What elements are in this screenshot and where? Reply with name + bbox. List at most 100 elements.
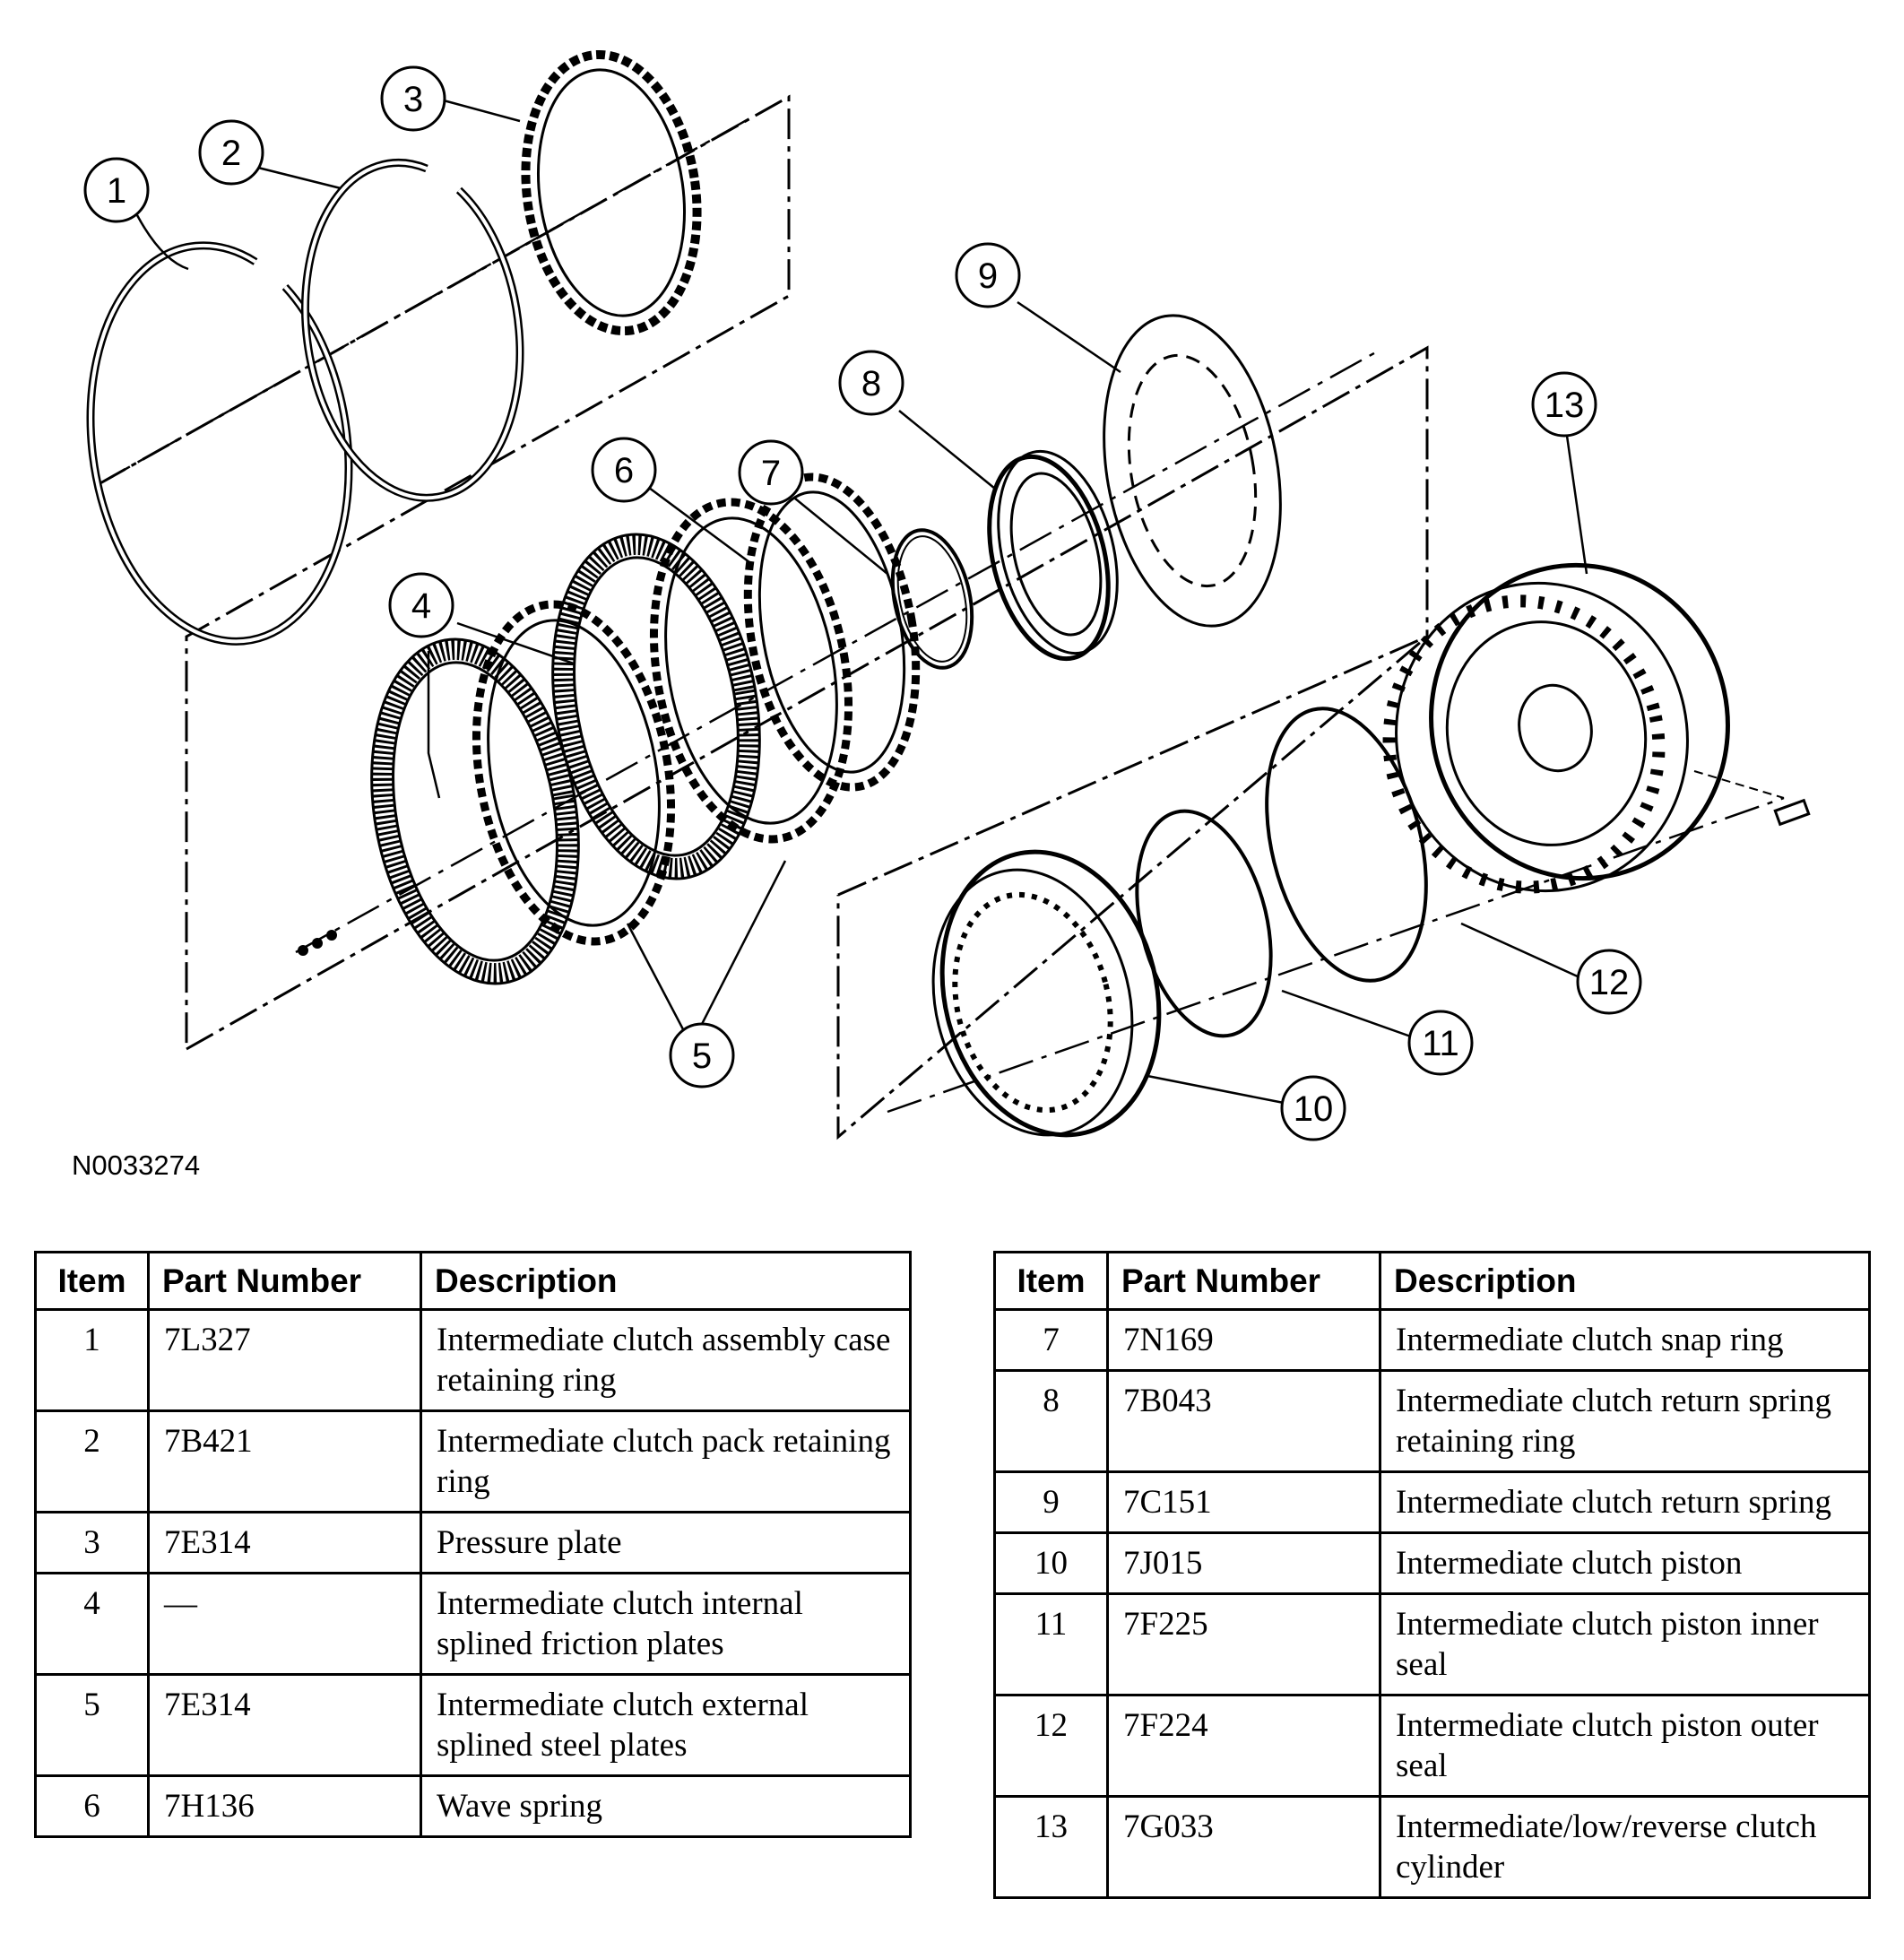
callout-9: 9 — [955, 242, 1021, 308]
cell-part-number: — — [147, 1572, 422, 1676]
axis-dots — [298, 930, 337, 956]
cell-item: 4 — [34, 1572, 150, 1676]
table-row: 4—Intermediate clutch internal splined f… — [34, 1572, 912, 1676]
svg-text:9: 9 — [978, 256, 998, 296]
figure-id: N0033274 — [72, 1149, 201, 1181]
cell-item: 1 — [34, 1308, 150, 1412]
group-outline-top — [98, 94, 791, 1049]
centerline-lower — [887, 796, 1785, 1114]
callout-3: 3 — [380, 65, 446, 132]
cell-item: 6 — [34, 1774, 150, 1838]
header-item: Item — [993, 1251, 1109, 1311]
cell-part-number: 7B421 — [147, 1409, 422, 1513]
cell-part-number: 7C151 — [1106, 1470, 1381, 1534]
callout-10: 10 — [1280, 1075, 1346, 1141]
cell-item: 11 — [993, 1592, 1109, 1696]
cell-description: Intermediate clutch internal splined fri… — [420, 1572, 912, 1676]
header-part-number: Part Number — [147, 1251, 422, 1311]
callout-4: 4 — [388, 572, 454, 638]
callout-7: 7 — [738, 439, 804, 506]
cell-description: Wave spring — [420, 1774, 912, 1838]
cell-part-number: 7F224 — [1106, 1694, 1381, 1798]
svg-text:5: 5 — [692, 1036, 712, 1076]
cell-description: Intermediate clutch piston inner seal — [1379, 1592, 1871, 1696]
callout-1: 1 — [83, 157, 150, 223]
svg-text:6: 6 — [614, 451, 634, 490]
cell-part-number: 7E314 — [147, 1511, 422, 1574]
callout-11: 11 — [1407, 1010, 1474, 1076]
svg-text:2: 2 — [221, 134, 241, 173]
callout-5: 5 — [669, 1022, 735, 1088]
cell-part-number: 7N169 — [1106, 1308, 1381, 1372]
cell-part-number: 7G033 — [1106, 1795, 1381, 1899]
cell-description: Intermediate clutch return spring retain… — [1379, 1369, 1871, 1473]
cell-description: Intermediate clutch pack retaining ring — [420, 1409, 912, 1513]
part-9-return-spring — [1103, 314, 1282, 628]
callout-6: 6 — [591, 437, 657, 503]
group-outline-bottom — [836, 635, 1428, 1140]
cell-description: Intermediate clutch piston outer seal — [1379, 1694, 1871, 1798]
svg-text:12: 12 — [1589, 963, 1630, 1002]
header-part-number: Part Number — [1106, 1251, 1381, 1311]
header-description: Description — [420, 1251, 912, 1311]
part-10-piston — [931, 849, 1162, 1138]
cell-part-number: 7F225 — [1106, 1592, 1381, 1696]
cell-item: 12 — [993, 1694, 1109, 1798]
cell-item: 9 — [993, 1470, 1109, 1534]
part-5-steel-plate-rear — [649, 498, 853, 844]
table-header-row: Item Part Number Description — [34, 1251, 912, 1311]
svg-text:10: 10 — [1294, 1089, 1334, 1129]
part-3-pressure-plate — [521, 49, 702, 336]
cell-part-number: 7H136 — [147, 1774, 422, 1838]
cell-item: 8 — [993, 1369, 1109, 1473]
exploded-view-diagram: 1 2 3 4 5 6 7 8 9 10 11 12 13 — [83, 49, 1811, 1141]
header-item: Item — [34, 1251, 150, 1311]
svg-text:13: 13 — [1545, 386, 1585, 425]
part-11-inner-seal — [1135, 809, 1273, 1038]
callout-12: 12 — [1576, 949, 1642, 1015]
part-2-retaining-ring — [301, 159, 524, 502]
svg-text:1: 1 — [107, 171, 126, 211]
svg-text:3: 3 — [403, 80, 423, 119]
cell-item: 5 — [34, 1673, 150, 1777]
cell-description: Pressure plate — [420, 1511, 912, 1574]
cell-part-number: 7J015 — [1106, 1531, 1381, 1595]
leader-lines — [135, 98, 1588, 1105]
centerline-upper — [98, 115, 754, 486]
header-description: Description — [1379, 1251, 1871, 1311]
svg-text:7: 7 — [761, 454, 781, 493]
part-5-steel-plate-front — [472, 600, 676, 946]
part-8-return-spring-retainer — [987, 449, 1119, 662]
cell-description: Intermediate clutch external splined ste… — [420, 1673, 912, 1777]
cell-description: Intermediate clutch snap ring — [1379, 1308, 1871, 1372]
part-12-outer-seal — [1265, 707, 1428, 983]
cell-description: Intermediate clutch return spring — [1379, 1470, 1871, 1534]
callouts: 1 2 3 4 5 6 7 8 9 10 11 12 13 — [83, 65, 1642, 1141]
cell-part-number: 7B043 — [1106, 1369, 1381, 1473]
centerline-middle — [295, 348, 1381, 954]
callout-13: 13 — [1531, 371, 1597, 438]
cell-description: Intermediate clutch piston — [1379, 1531, 1871, 1595]
cell-part-number: 7L327 — [147, 1308, 422, 1412]
svg-text:4: 4 — [411, 586, 431, 626]
cell-description: Intermediate/low/reverse clutch cylinder — [1379, 1795, 1871, 1899]
callout-2: 2 — [198, 119, 264, 186]
part-7-snap-ring — [890, 528, 974, 670]
cell-item: 3 — [34, 1511, 150, 1574]
part-1-retaining-ring — [86, 241, 353, 646]
cell-item: 7 — [993, 1308, 1109, 1372]
cell-item: 2 — [34, 1409, 150, 1513]
callout-8: 8 — [838, 350, 904, 416]
part-4-friction-plate-rear — [551, 533, 761, 880]
svg-text:11: 11 — [1422, 1024, 1459, 1063]
